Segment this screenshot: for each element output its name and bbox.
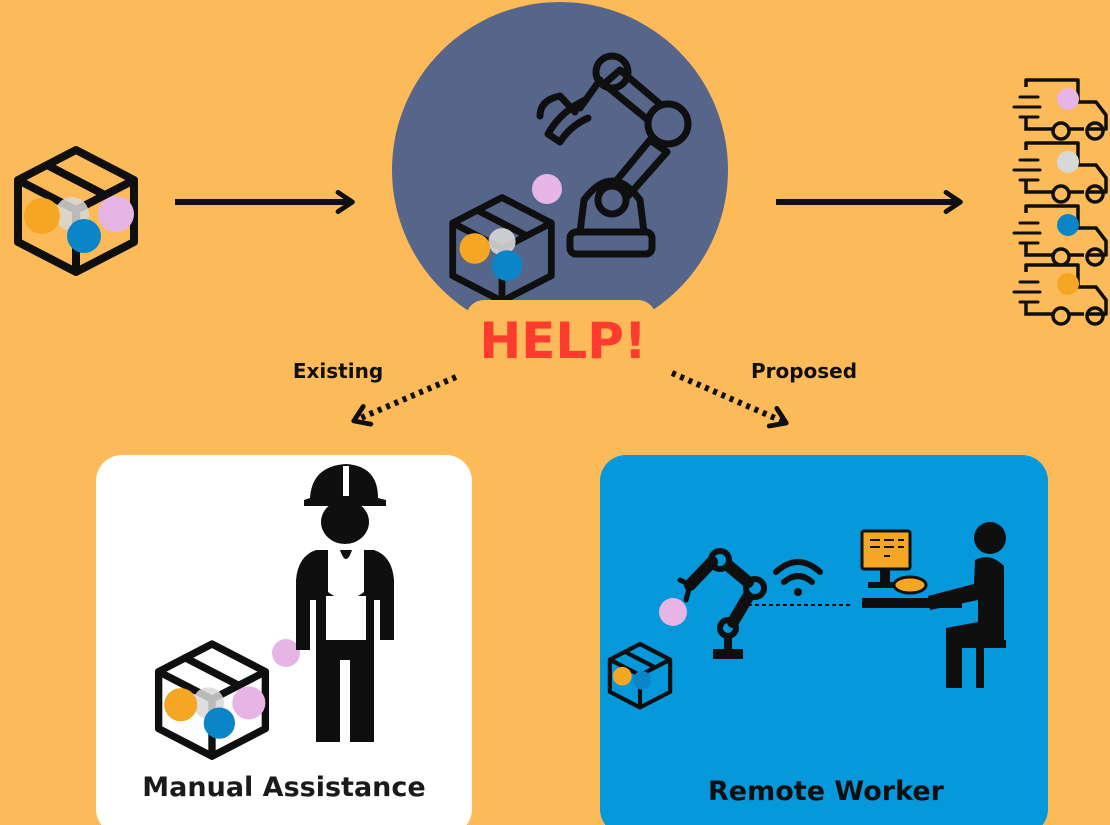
robot-package-icon: [449, 194, 555, 305]
manual-panel-title: Manual Assistance: [142, 772, 425, 803]
remote-operator-icon: [928, 522, 1006, 688]
manual-pink-ball: [272, 639, 300, 667]
proposed-label: Proposed: [751, 359, 857, 383]
existing-label: Existing: [293, 359, 383, 383]
delivery-truck-icon: [1012, 141, 1108, 204]
worker-icon: [296, 464, 394, 742]
robot-circle: [392, 2, 728, 338]
delivery-truck-icon: [1012, 263, 1108, 326]
manual-assistance-panel: Manual Assistance: [96, 455, 472, 825]
wifi-icon: [773, 559, 823, 596]
held-pink-ball: [532, 174, 562, 204]
delivery-truck-icon: [1012, 204, 1108, 267]
help-tab: [466, 300, 656, 360]
remote-worker-panel: Remote Worker: [600, 455, 1048, 825]
remote-panel-title: Remote Worker: [708, 776, 945, 807]
delivery-truck-icon: [1012, 78, 1108, 141]
remote-pink-ball: [659, 598, 687, 626]
remote-robot-arm-icon: [677, 548, 767, 659]
remote-package-icon: [607, 641, 673, 710]
robot-arm-icon: [536, 52, 692, 258]
robot-station: [392, 2, 728, 338]
help-label: HELP!: [479, 312, 646, 370]
remote-workstation-icon: [860, 529, 962, 608]
truck-column: [1012, 78, 1108, 326]
existing-dotted-arrow: [351, 374, 458, 427]
proposed-dotted-arrow: [670, 370, 789, 429]
